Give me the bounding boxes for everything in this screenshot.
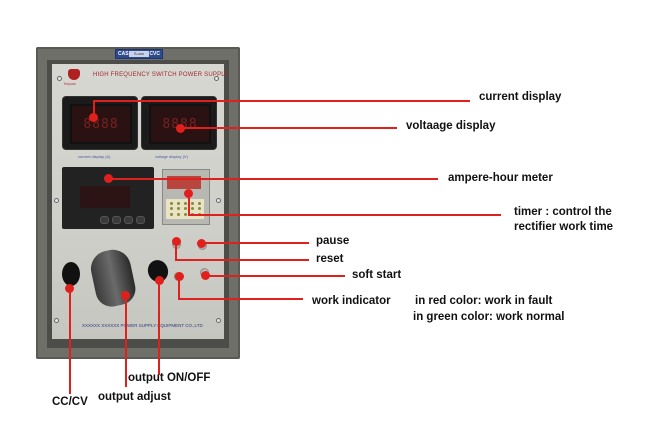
callout-line (178, 276, 180, 300)
ampere-hour-display (80, 186, 130, 208)
screw-icon (54, 198, 59, 203)
label-soft-start: soft start (352, 269, 402, 281)
brand-logo-icon (68, 69, 80, 80)
label-ampere-hour-meter: ampere-hour meter (448, 172, 553, 184)
screw-icon (214, 76, 219, 81)
callout-line-voltage (180, 127, 397, 129)
label-reset: reset (316, 253, 344, 265)
callout-line-work-indicator (178, 298, 303, 300)
ampere-hour-button[interactable] (100, 216, 109, 224)
screw-icon (54, 318, 59, 323)
note-green-normal: in green color: work normal (413, 311, 565, 323)
callout-line-output-adjust (125, 295, 127, 387)
cc-cv-switch[interactable] (62, 262, 80, 286)
label-voltage-display: voltaage display (406, 120, 496, 132)
nameplate-model: S-xxx (128, 51, 150, 57)
label-pause: pause (316, 235, 350, 247)
callout-line (188, 193, 190, 215)
callout-line-soft-start (205, 275, 345, 277)
label-output-adjust: output adjust (98, 391, 171, 403)
label-work-indicator: work indicator (312, 295, 391, 307)
ampere-hour-button[interactable] (124, 216, 133, 224)
callout-line-timer (188, 214, 501, 216)
ampere-hour-button[interactable] (112, 216, 121, 224)
callout-line-ampere-hour (108, 178, 438, 180)
brand-logo-text: Keyuan (64, 82, 76, 86)
callout-line-current (93, 100, 470, 102)
callout-line-reset (175, 259, 309, 261)
label-timer-line2: rectifier work time (514, 221, 614, 233)
callout-line-pause (201, 242, 309, 244)
current-meter-face: 8888 (70, 104, 132, 144)
callout-dot (89, 113, 98, 122)
ampere-hour-button[interactable] (136, 216, 145, 224)
note-red-fault: in red color: work in fault (415, 295, 553, 307)
nameplate: CAS S-xxx CVC (115, 49, 163, 59)
timer-dial-switches[interactable] (166, 199, 204, 219)
callout-line-output-on-off (158, 280, 160, 375)
label-current-display: current display (479, 91, 562, 103)
screw-icon (57, 76, 62, 81)
panel-title: HIGH FREQUENCY SWITCH POWER SUPPLY (93, 71, 229, 79)
screw-icon (216, 198, 221, 203)
screw-icon (216, 318, 221, 323)
label-cc-cv: CC/CV (52, 396, 88, 408)
label-output-on-off: output ON/OFF (128, 372, 211, 384)
voltage-meter-label: voltage display (V) (155, 154, 188, 159)
callout-line (93, 100, 95, 117)
current-meter-label: current display (A) (78, 154, 111, 159)
nameplate-left: CAS (118, 51, 129, 57)
label-timer-line1: timer : control the (514, 206, 612, 218)
callout-line (175, 241, 177, 261)
manufacturer-label: XXXXXX XXXXXX POWER SUPPLY EQUIPMENT CO.… (82, 323, 203, 328)
callout-line-cc-cv (69, 288, 71, 394)
nameplate-right: CVC (149, 51, 160, 57)
